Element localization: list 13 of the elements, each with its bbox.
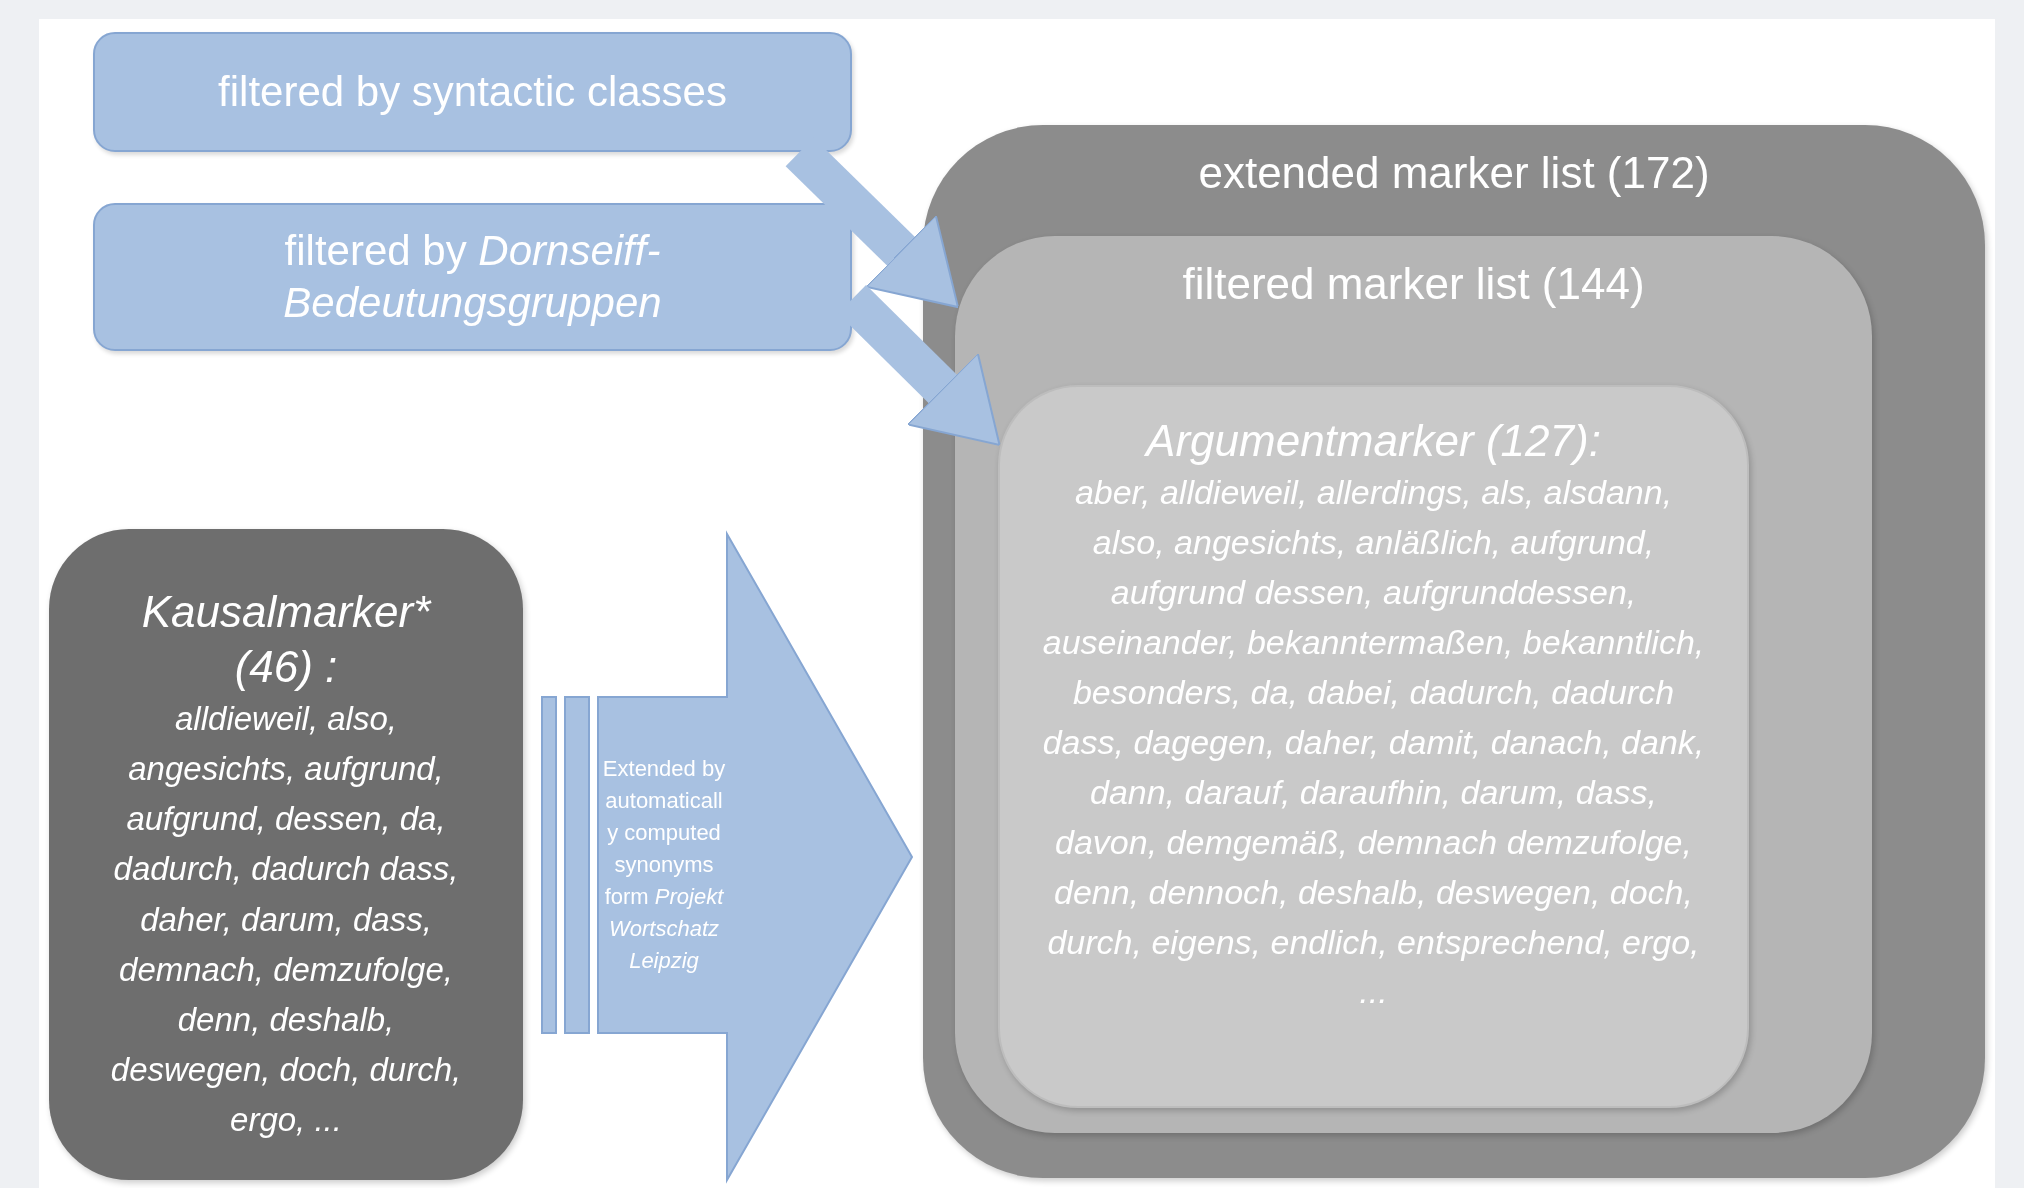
- process-box: [93, 32, 852, 152]
- marker-list: alldieweil, also, angesichts, aufgrund, aufgrund, dessen, da, dadurch, dadurch dass, daher, darum, dass, demnach, demzufolge, denn, deshalb, deswegen, doch, durch, ergo, ...: [109, 694, 463, 1146]
- panel-heading: extended marker list (172): [1197, 147, 1711, 199]
- arrow-label: Extended by automaticall y computed synonyms form Projekt Wortschatz Leipzig: [601, 755, 727, 975]
- panel-heading: Kausalmarker* (46) :: [140, 586, 433, 693]
- box-label: filtered by Dornseiff- Bedeutungsgruppen: [282, 225, 663, 328]
- process-box: [93, 203, 852, 351]
- list-panel: [49, 529, 523, 1180]
- panel-heading: filtered marker list (144): [1181, 258, 1646, 310]
- list-panel: [923, 125, 1985, 1178]
- list-panel: [998, 385, 1749, 1108]
- list-panel: [955, 236, 1872, 1133]
- box-label: filtered by syntactic classes: [218, 66, 727, 117]
